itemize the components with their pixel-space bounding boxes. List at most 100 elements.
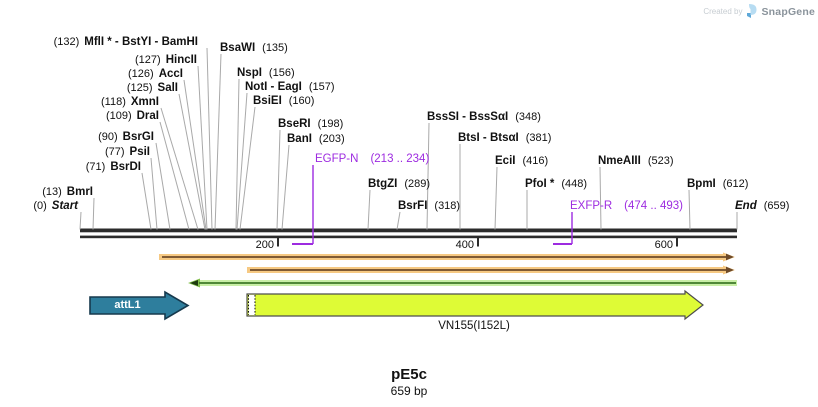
snapgene-logo-icon <box>746 4 757 19</box>
site-position: (156) <box>268 67 295 79</box>
site-name: BpmI <box>687 178 716 190</box>
site-label-mfli-bstyi-bamhi[interactable]: (132) MflI * - BstYI - BamHI <box>54 36 198 48</box>
site-line-ecii <box>494 166 498 230</box>
site-label-bani[interactable]: BanI(203) <box>287 133 345 145</box>
ruler-tick-label-400: 400 <box>455 239 474 251</box>
primer-name: EGFP-N <box>315 153 359 165</box>
site-name: BsaWI <box>220 42 256 54</box>
site-line-nmeaiii <box>599 166 602 230</box>
feature-arrow-attl1[interactable] <box>89 290 190 321</box>
primer-label-exfp-r[interactable]: EXFP-R (474 .. 493) <box>570 200 683 212</box>
site-name: End <box>735 200 757 212</box>
site-line-acci <box>183 79 207 230</box>
site-position: (135) <box>262 42 288 54</box>
site-label-hincii[interactable]: (127) HincII <box>135 54 197 66</box>
site-position: (659) <box>763 200 790 212</box>
site-position: (523) <box>647 155 674 167</box>
watermark: Created by SnapGene <box>703 4 815 19</box>
site-name: BssSI - BssSαI <box>427 111 509 123</box>
site-label-bsrgi[interactable]: (90)BsrGI <box>98 131 154 143</box>
site-label-btgzi[interactable]: BtgZI (289) <box>368 178 430 190</box>
plasmid-title: pE5c <box>391 366 427 383</box>
site-label-bsrdi[interactable]: (71)BsrDI <box>86 161 141 173</box>
site-name: BsiEI <box>253 95 282 107</box>
site-label-ecii[interactable]: EciI(416) <box>495 155 548 167</box>
site-label-btsi-bts-i[interactable]: BtsI - BtsαI(381) <box>458 132 551 144</box>
watermark-brand: SnapGene <box>761 5 815 18</box>
feature-label-attl1[interactable]: attL1 <box>114 299 141 311</box>
site-label-bsawi[interactable]: BsaWI (135) <box>220 42 288 54</box>
site-label-start[interactable]: (0)Start <box>33 200 78 212</box>
site-label-pfoi[interactable]: PfoI *(448) <box>525 178 587 190</box>
site-label-bseri[interactable]: BseRI (198) <box>278 118 343 130</box>
site-name: AccI <box>158 68 183 80</box>
site-label-bsiei[interactable]: BsiEI (160) <box>253 95 314 107</box>
site-position: (289) <box>404 178 431 190</box>
feature-notch <box>248 294 255 316</box>
plasmid-length: 659 bp <box>390 384 428 398</box>
site-label-sali[interactable]: (125)SalI <box>127 82 178 94</box>
site-label-bsrfi[interactable]: BsrFI (318) <box>398 200 460 212</box>
site-line-bmri <box>92 197 95 230</box>
watermark-created-by: Created by <box>703 7 743 16</box>
site-position: (90) <box>98 131 118 143</box>
site-position: (77) <box>104 146 125 158</box>
site-position: (198) <box>317 118 344 130</box>
site-line-bseri <box>276 129 281 230</box>
ruler-top-bar <box>80 228 737 233</box>
site-label-drai[interactable]: (109) DraI <box>106 110 159 122</box>
primer-name: EXFP-R <box>570 200 613 212</box>
site-name: BtsI - BtsαI <box>458 132 519 144</box>
site-label-bmri[interactable]: (13)BmrI <box>42 186 93 198</box>
site-line-bpmi <box>688 189 691 230</box>
site-line-bsiei <box>239 106 256 230</box>
primer-label-egfp-n[interactable]: EGFP-N (213 .. 234) <box>315 153 429 165</box>
site-label-psii[interactable]: (77) PsiI <box>105 146 150 158</box>
site-position: (109) <box>105 110 132 122</box>
site-name: XmnI <box>130 96 159 108</box>
site-name: DraI <box>136 110 159 122</box>
site-line-psii <box>150 157 158 230</box>
site-line-bsrfi <box>396 211 401 230</box>
site-name: NmeAIII <box>598 155 641 167</box>
primer-range: (213 .. 234) <box>370 153 430 165</box>
site-position: (160) <box>288 95 315 107</box>
primer-range: (474 .. 493) <box>624 200 683 212</box>
site-label-bpmi[interactable]: BpmI(612) <box>687 178 748 190</box>
site-line-bsrdi <box>141 172 152 230</box>
site-name: BsrFI <box>398 200 428 212</box>
site-label-acci[interactable]: (126) AccI <box>128 68 183 80</box>
site-name: HincII <box>165 54 197 66</box>
read-arrow-green-2-head <box>190 280 198 286</box>
site-label-nspi[interactable]: NspI(156) <box>237 67 295 79</box>
title-block: pE5c 659 bp <box>0 366 818 399</box>
site-name: BtgZI <box>368 178 398 190</box>
site-name: Start <box>51 200 78 212</box>
site-position: (132) <box>53 36 80 48</box>
site-label-noti-eagi[interactable]: NotI - EagI(157) <box>245 81 335 93</box>
site-label-end[interactable]: End (659) <box>735 200 789 212</box>
site-name: BseRI <box>278 118 311 130</box>
site-label-nmeaiii[interactable]: NmeAIII (523) <box>598 155 674 167</box>
site-position: (126) <box>128 68 154 80</box>
site-line-nspi <box>235 78 240 230</box>
feature-arrow-vn155-i152l[interactable] <box>246 289 704 321</box>
site-name: BmrI <box>66 186 93 198</box>
site-name: PsiI <box>129 146 150 158</box>
site-name: PfoI * <box>525 178 555 190</box>
site-position: (125) <box>126 82 153 94</box>
site-name: MflI * - BstYI - BamHI <box>84 36 198 48</box>
feature-label-vn155-i152l[interactable]: VN155(I152L) <box>438 320 510 332</box>
site-position: (318) <box>434 200 461 212</box>
read-arrow-orange-0-head <box>726 253 734 261</box>
ruler-bottom-bar <box>80 235 737 239</box>
site-line-btgzi <box>367 189 371 230</box>
site-name: NotI - EagI <box>245 81 302 93</box>
site-label-xmni[interactable]: (118)XmnI <box>101 96 159 108</box>
site-position: (416) <box>522 155 549 167</box>
site-line-mfli-bstyi-bamhi <box>206 47 213 230</box>
site-label-bsssi-bsss-i[interactable]: BssSI - BssSαI(348) <box>427 111 541 123</box>
site-name: BanI <box>287 133 312 145</box>
site-position: (127) <box>135 54 161 66</box>
